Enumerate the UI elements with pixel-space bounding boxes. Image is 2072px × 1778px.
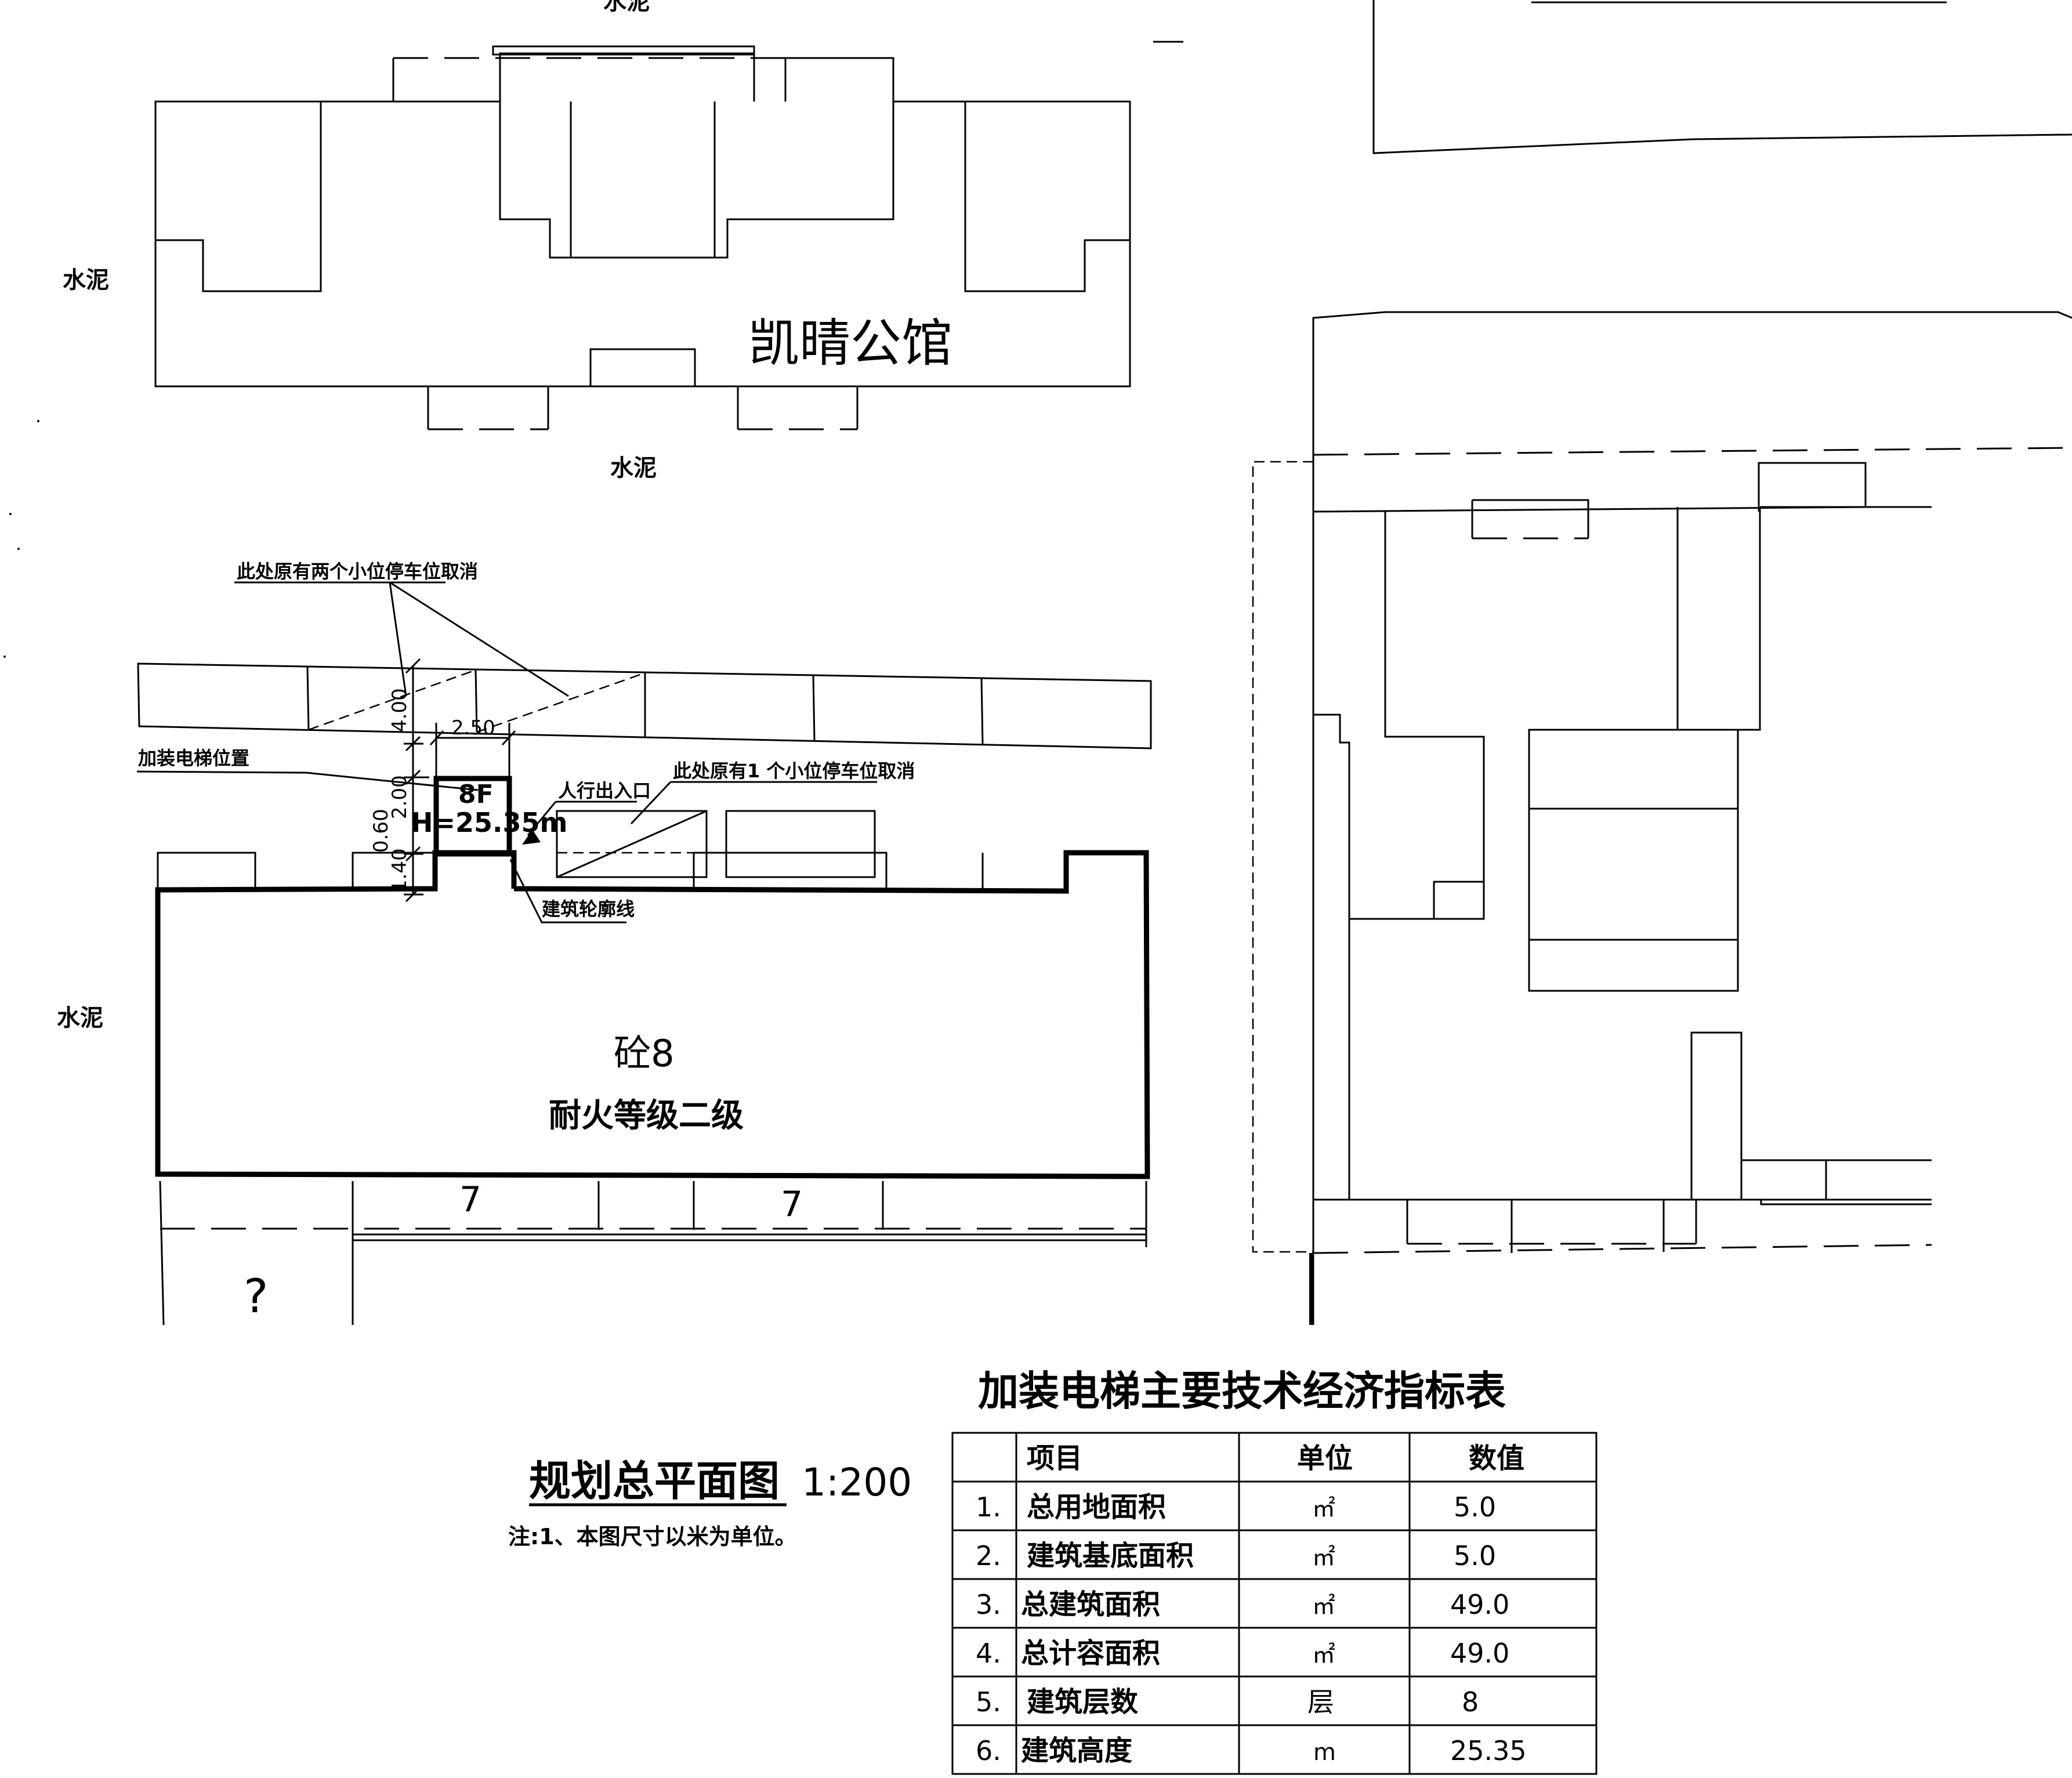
cement-label: 水泥 <box>57 1005 103 1031</box>
table-cell-index: 1. <box>976 1491 1001 1523</box>
main-building-code: 砼8 <box>614 1033 675 1076</box>
span-dimension: 7 <box>459 1179 481 1220</box>
dim-0-60: 0.60 <box>370 809 393 853</box>
elevator-addition: 8F H=25.35m <box>411 776 567 857</box>
tech-index-table: 加装电梯主要技术经济指标表 项目 单位 数值 1. 总用地面积 ㎡ 5.0 2.… <box>951 1367 1598 1775</box>
pedestrian-entry-note: 人行出入口 <box>558 780 651 802</box>
annotations: 此处原有两个小位停车位取消 加装电梯位置 人行出入口 此处原有1 个小位停车位取… <box>136 560 915 924</box>
table-cell-index: 4. <box>976 1638 1001 1669</box>
table-row: 1. 总用地面积 ㎡ 5.0 <box>976 1491 1496 1523</box>
table-cell-unit: ㎡ <box>1312 1544 1335 1571</box>
table-cell-item: 建筑基底面积 <box>1027 1540 1194 1572</box>
bottom-road: 7 7 ? <box>159 1179 1147 1326</box>
elevator-floors: 8F <box>458 780 494 809</box>
fire-rating-label: 耐火等级二级 <box>549 1097 744 1135</box>
neighbor-building-name: 凯晴公馆 <box>748 313 952 373</box>
cement-label: 水泥 <box>63 267 109 294</box>
dim-1-40: 1.40 <box>388 848 411 892</box>
table-cell-unit: ㎡ <box>1312 1642 1335 1668</box>
table-cell-value: 25.35 <box>1450 1735 1527 1766</box>
table-cell-item: 总用地面积 <box>1027 1491 1166 1523</box>
unknown-mark: ? <box>244 1269 268 1323</box>
table-cell-index: 2. <box>976 1540 1001 1571</box>
entry-arrow-icon <box>522 830 541 845</box>
table-row: 3. 总建筑面积 ㎡ 49.0 <box>976 1588 1509 1621</box>
table-header: 数值 <box>1469 1442 1524 1475</box>
plan-scale: 1:200 <box>802 1460 912 1505</box>
table-cell-unit: m <box>1313 1739 1336 1766</box>
parking-cancel-two-note: 此处原有两个小位停车位取消 <box>237 560 478 582</box>
table-cell-value: 49.0 <box>1450 1589 1509 1620</box>
building-outline-note: 建筑轮廓线 <box>542 898 635 920</box>
table-header: 项目 <box>1027 1442 1082 1475</box>
table-cell-unit: ㎡ <box>1312 1495 1335 1522</box>
table-title: 加装电梯主要技术经济指标表 <box>978 1367 1506 1415</box>
table-cell-index: 3. <box>976 1589 1001 1620</box>
table-cell-item: 总建筑面积 <box>1021 1588 1160 1621</box>
table-cell-value: 5.0 <box>1454 1540 1496 1571</box>
parking-cancel-one-note: 此处原有1 个小位停车位取消 <box>673 760 915 782</box>
table-cell-unit: 层 <box>1307 1686 1334 1718</box>
cement-label: 水泥 <box>610 455 657 481</box>
plan-note: 注:1、本图尺寸以米为单位。 <box>508 1524 797 1549</box>
span-dimension: 7 <box>781 1184 803 1225</box>
plan-title: 规划总平面图 <box>529 1457 780 1505</box>
elevator-height: H=25.35m <box>411 807 567 838</box>
table-cell-value: 8 <box>1462 1686 1479 1718</box>
plan-title-block: 规划总平面图 1:200 注:1、本图尺寸以米为单位。 <box>508 1457 912 1549</box>
table-row: 2. 建筑基底面积 ㎡ 5.0 <box>976 1540 1496 1572</box>
table-cell-index: 5. <box>976 1686 1001 1718</box>
neighbor-building-kaiqing: 凯晴公馆 <box>154 41 1183 430</box>
main-building: 砼8 耐火等级二级 <box>155 810 1150 1179</box>
right-buildings <box>1252 0 2072 1325</box>
table-header: 单位 <box>1297 1442 1353 1475</box>
cement-label: 水泥 <box>603 0 650 15</box>
dim-2-50: 2.50 <box>451 716 495 740</box>
table-row: 6. 建筑高度 m 25.35 <box>976 1734 1527 1767</box>
dimension-lines: 4.00 2.00 0.60 1.40 2.50 <box>370 658 516 903</box>
table-cell-item: 总计容面积 <box>1021 1637 1160 1670</box>
table-grid <box>951 1432 1598 1775</box>
table-cell-item: 建筑层数 <box>1027 1686 1138 1718</box>
table-cell-value: 49.0 <box>1450 1638 1509 1669</box>
table-cell-item: 建筑高度 <box>1021 1734 1132 1767</box>
table-cell-unit: ㎡ <box>1312 1593 1335 1620</box>
elevator-position-note: 加装电梯位置 <box>138 747 249 769</box>
dim-4-00: 4.00 <box>388 688 411 732</box>
table-cell-index: 6. <box>976 1735 1001 1766</box>
table-row: 4. 总计容面积 ㎡ 49.0 <box>976 1637 1509 1670</box>
parking-strip <box>137 662 1152 749</box>
table-row: 5. 建筑层数 层 8 <box>976 1686 1479 1718</box>
table-cell-value: 5.0 <box>1454 1491 1496 1523</box>
